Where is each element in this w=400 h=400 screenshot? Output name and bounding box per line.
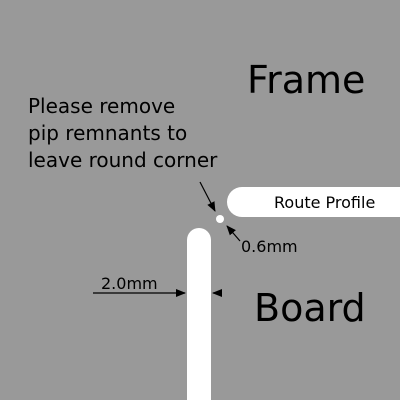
route-profile-label: Route Profile — [274, 193, 375, 212]
route-slot-vertical — [187, 228, 211, 400]
frame-label: Frame — [247, 58, 365, 102]
pip-dimension-arrow — [226, 225, 241, 242]
route-slot-horizontal — [227, 187, 400, 217]
note-arrow — [199, 181, 216, 212]
note-line-1: Please remove — [28, 94, 175, 118]
dim-width-label: 2.0mm — [101, 274, 158, 293]
pip-remnant — [216, 215, 224, 223]
board-label: Board — [254, 286, 366, 330]
note-line-3: leave round corner — [28, 148, 218, 172]
dim-pip-label: 0.6mm — [241, 237, 298, 256]
note-line-2: pip remnants to — [28, 121, 187, 145]
